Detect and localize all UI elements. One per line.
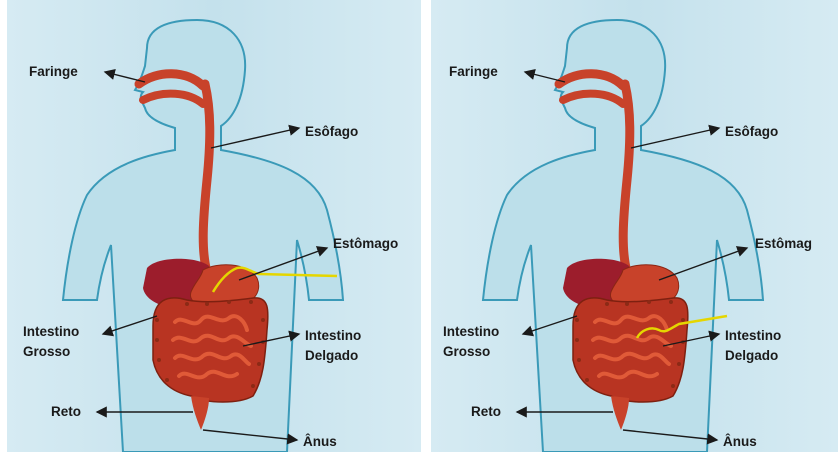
label-intestino-grosso-line1: Intestino <box>23 324 79 339</box>
label-esofago: Esôfago <box>725 124 778 139</box>
digestive-diagram-left: Faringe Esôfago Estômago Intestino Gross… <box>7 0 421 452</box>
label-intestino-delgado-line2: Delgado <box>725 348 778 363</box>
label-estomago: Estômago <box>333 236 398 251</box>
diagram-panel-left: Faringe Esôfago Estômago Intestino Gross… <box>7 0 421 452</box>
label-intestino-grosso-line1: Intestino <box>443 324 499 339</box>
label-faringe: Faringe <box>29 64 78 79</box>
label-anus: Ânus <box>303 434 337 449</box>
label-reto: Reto <box>51 404 81 419</box>
large-intestine-organ <box>153 298 268 402</box>
label-intestino-delgado-line1: Intestino <box>305 328 361 343</box>
label-intestino-grosso-line2: Grosso <box>23 344 70 359</box>
label-intestino-grosso-line2: Grosso <box>443 344 490 359</box>
label-faringe: Faringe <box>449 64 498 79</box>
digestive-diagram-right: Faringe Esôfago Estômag Intestino Grosso… <box>431 0 838 452</box>
label-anus: Ânus <box>723 434 757 449</box>
label-estomago: Estômag <box>755 236 812 251</box>
label-esofago: Esôfago <box>305 124 358 139</box>
label-reto: Reto <box>471 404 501 419</box>
diagram-panel-right: Faringe Esôfago Estômag Intestino Grosso… <box>431 0 838 452</box>
label-intestino-delgado-line2: Delgado <box>305 348 358 363</box>
label-intestino-delgado-line1: Intestino <box>725 328 781 343</box>
large-intestine-organ <box>573 298 688 402</box>
